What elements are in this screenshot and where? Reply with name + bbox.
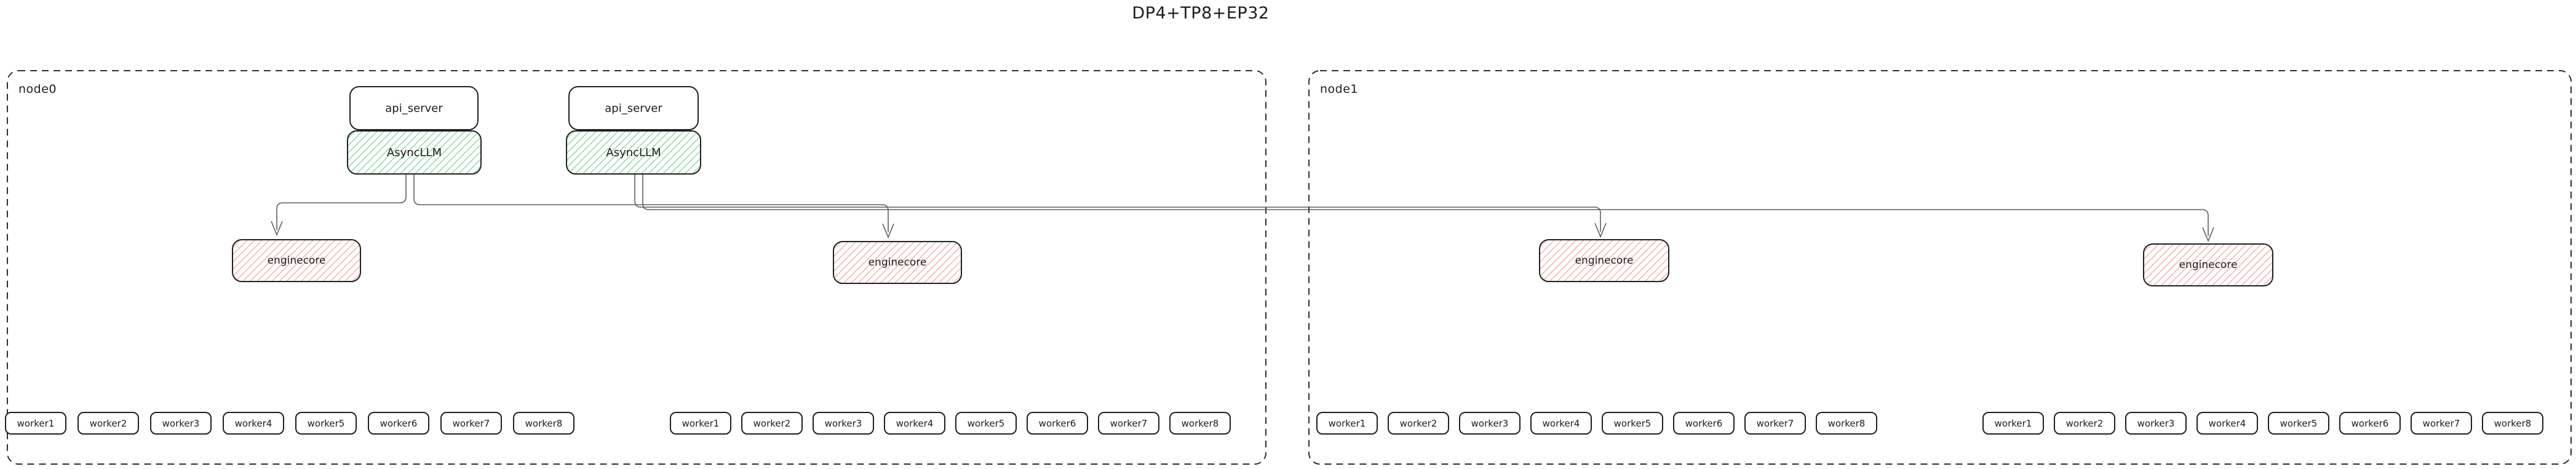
worker-box: worker2 xyxy=(741,412,803,435)
worker-box: worker6 xyxy=(1673,412,1735,435)
worker-box: worker6 xyxy=(368,412,429,435)
worker-box: worker6 xyxy=(1027,412,1088,435)
worker-box: worker1 xyxy=(670,412,731,435)
node0-label: node0 xyxy=(18,82,57,96)
arrowhead-enginecore4 xyxy=(2202,227,2214,243)
asyncllm-box-1: AsyncLLM xyxy=(347,130,482,175)
worker-box: worker5 xyxy=(1602,412,1663,435)
node1-box xyxy=(1308,70,2572,465)
worker-box: worker4 xyxy=(884,412,945,435)
worker-box: worker8 xyxy=(2482,412,2543,435)
enginecore-box-1: enginecore xyxy=(232,239,361,282)
api-server-box-2: api_server xyxy=(568,86,699,130)
api-server-box-1: api_server xyxy=(349,86,479,130)
connector-asyncllm2-enginecore3 xyxy=(634,175,1601,232)
worker-box: worker4 xyxy=(223,412,284,435)
worker-box: worker3 xyxy=(2125,412,2187,435)
enginecore-box-2: enginecore xyxy=(833,241,962,284)
enginecore-box-4: enginecore xyxy=(2143,243,2273,286)
worker-box: worker6 xyxy=(2339,412,2401,435)
worker-group-1: worker1 worker2 worker3 worker4 worker5 … xyxy=(5,412,574,435)
node1-label: node1 xyxy=(1320,82,1359,96)
asyncllm-box-2: AsyncLLM xyxy=(566,130,701,175)
worker-box: worker2 xyxy=(78,412,139,435)
worker-box: worker1 xyxy=(1316,412,1378,435)
enginecore-box-3: enginecore xyxy=(1539,239,1669,282)
connector-asyncllm2-enginecore4 xyxy=(642,175,2209,236)
worker-box: worker2 xyxy=(1388,412,1449,435)
worker-box: worker8 xyxy=(1169,412,1231,435)
worker-group-4: worker1 worker2 worker3 worker4 worker5 … xyxy=(1982,412,2543,435)
worker-box: worker3 xyxy=(150,412,212,435)
arrowhead-enginecore2 xyxy=(882,223,894,239)
worker-box: worker5 xyxy=(295,412,357,435)
arrowhead-enginecore1 xyxy=(271,221,283,237)
worker-box: worker4 xyxy=(1530,412,1592,435)
worker-box: worker8 xyxy=(1816,412,1877,435)
worker-box: worker2 xyxy=(2054,412,2115,435)
worker-box: worker1 xyxy=(5,412,66,435)
worker-box: worker7 xyxy=(1098,412,1159,435)
worker-box: worker3 xyxy=(1459,412,1521,435)
connector-asyncllm1-enginecore1 xyxy=(276,175,407,230)
node0-box xyxy=(7,70,1266,465)
worker-box: worker8 xyxy=(513,412,574,435)
worker-box: worker5 xyxy=(2268,412,2329,435)
worker-box: worker1 xyxy=(1982,412,2044,435)
worker-box: worker7 xyxy=(440,412,502,435)
worker-box: worker7 xyxy=(1744,412,1806,435)
worker-box: worker3 xyxy=(813,412,874,435)
worker-box: worker4 xyxy=(2196,412,2258,435)
worker-group-2: worker1 worker2 worker3 worker4 worker5 … xyxy=(670,412,1231,435)
worker-box: worker5 xyxy=(955,412,1017,435)
diagram-title: DP4+TP8+EP32 xyxy=(1132,4,1270,23)
arrowhead-enginecore3 xyxy=(1594,223,1607,238)
worker-group-3: worker1 worker2 worker3 worker4 worker5 … xyxy=(1316,412,1877,435)
connector-asyncllm1-enginecore2 xyxy=(413,175,889,232)
worker-box: worker7 xyxy=(2411,412,2472,435)
